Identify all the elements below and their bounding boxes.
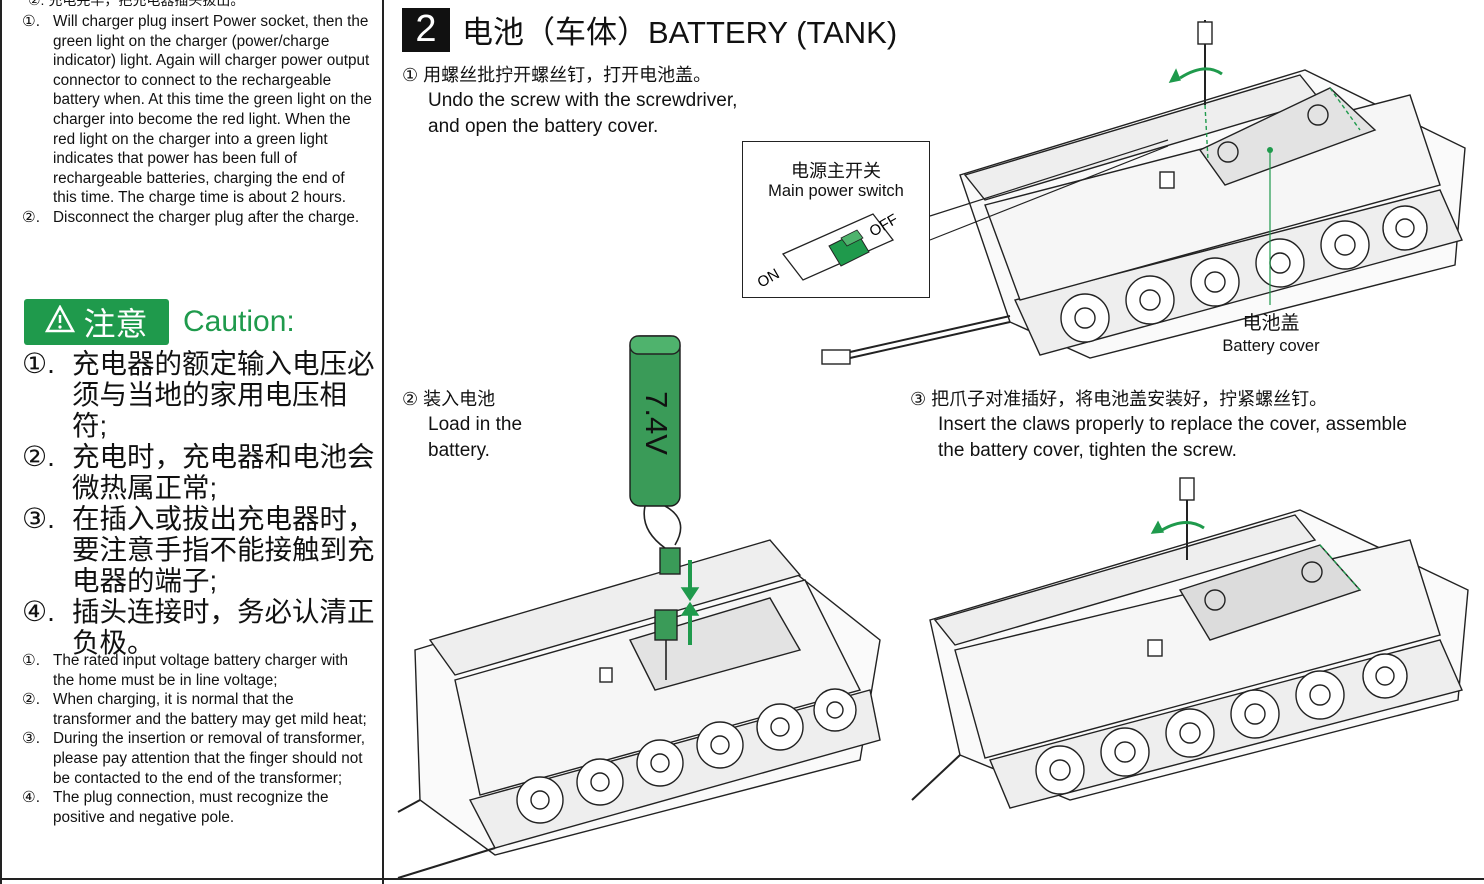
callout-title-zh: 电源主开关: [791, 161, 881, 181]
list-item: ③.在插入或拔出充电器时，要注意手指不能接触到充电器的端子;: [22, 503, 375, 596]
list-item: ①.The rated input voltage battery charge…: [22, 652, 349, 689]
caution-title: Caution:: [183, 305, 295, 338]
screwdriver-icon: [1197, 21, 1213, 45]
step-1-instruction: ① 用螺丝批拧开螺丝钉，打开电池盖。 Undo the screw with t…: [402, 65, 738, 137]
list-item: ③.During the insertion or removal of tra…: [22, 730, 366, 787]
tank-illustration-cover-closed: [911, 477, 1469, 809]
power-switch-callout: 电源主开关 Main power switch ON OFF: [742, 141, 930, 298]
list-item: ④.插头连接时，务必认清正负极。: [22, 596, 375, 658]
caution-header: 注意 Caution:: [24, 299, 295, 345]
road-wheels-tank1: [1060, 205, 1428, 343]
cut-off-heading: ②. 充电完毕，把充电器插头拔出。: [28, 0, 245, 8]
caution-list-en: ①.The rated input voltage battery charge…: [22, 651, 372, 827]
warning-triangle-icon: [45, 303, 76, 341]
charging-steps-list: ①. Will charger plug insert Power socket…: [22, 12, 372, 228]
power-switch-icon: ON OFF: [755, 211, 901, 292]
charging-step-2: Disconnect the charger plug after the ch…: [53, 208, 360, 226]
road-wheels-tank3: [1035, 653, 1408, 795]
caution-list-zh: ①.充电器的额定输入电压必须与当地的家用电压相符; ②.充电时，充电器和电池会微…: [22, 348, 382, 658]
page-bottom-border: [0, 878, 1484, 880]
battery-cover-label: 电池盖 Battery cover: [1222, 313, 1320, 355]
list-item: ②.When charging, it is normal that the t…: [22, 691, 367, 728]
list-item: ②.充电时，充电器和电池会微热属正常;: [22, 441, 375, 503]
section-heading: 2 电池（车体）BATTERY (TANK): [402, 7, 897, 52]
list-item: ②. Disconnect the charger plug after the…: [22, 208, 372, 228]
road-wheels-tank2: [516, 688, 857, 824]
step-2-instruction: ② 装入电池 Load in the battery.: [402, 389, 523, 461]
caution-badge: 注意: [24, 299, 169, 345]
section-title: 电池（车体）BATTERY (TANK): [462, 15, 898, 50]
charging-instructions-column: [0, 0, 384, 884]
tank-illustration-open-cover: [821, 20, 1466, 365]
section-number-badge: 2: [402, 7, 450, 52]
callout-title-en: Main power switch: [768, 182, 904, 200]
list-item: ①. Will charger plug insert Power socket…: [22, 13, 372, 207]
step-3-instruction: ③ 把爪子对准插好，将电池盖安装好，拧紧螺丝钉。 Insert the claw…: [910, 389, 1407, 461]
caution-badge-label: 注意: [83, 306, 148, 342]
list-item: ①.充电器的额定输入电压必须与当地的家用电压相符;: [22, 348, 375, 441]
tank-illustration-battery-insert: [397, 335, 881, 879]
charging-step-1: Will charger plug insert Power socket, t…: [53, 13, 372, 207]
switch-on-label: ON: [755, 265, 783, 291]
battery-cover-plate: [1198, 87, 1377, 186]
battery-voltage-label: 7.4V: [639, 391, 674, 455]
list-item: ④.The plug connection, must recognize th…: [22, 789, 329, 826]
